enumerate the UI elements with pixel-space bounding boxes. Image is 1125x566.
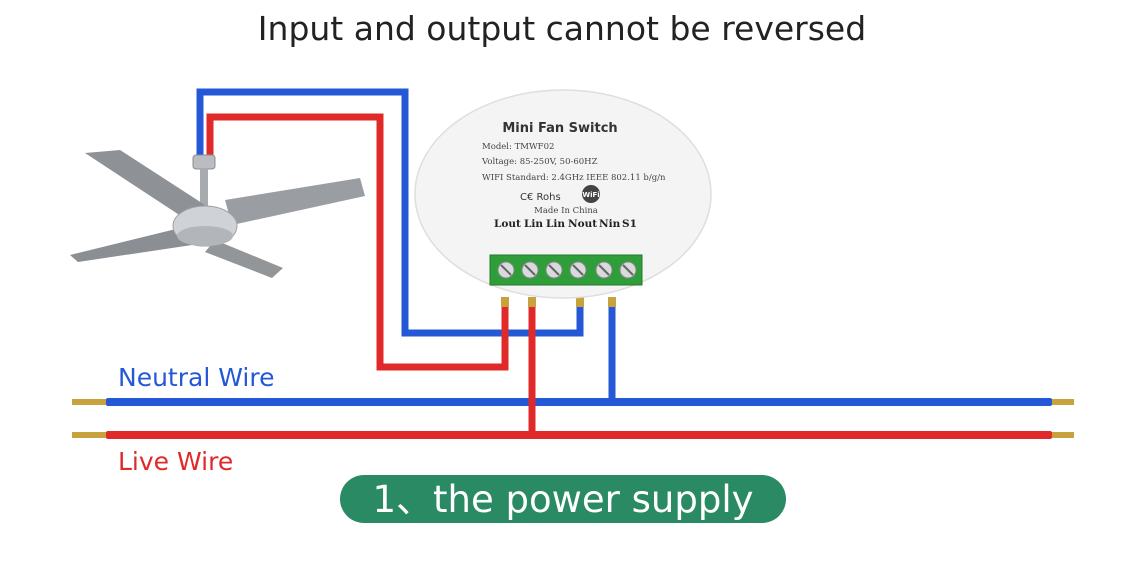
neutral-wire-label: Neutral Wire [118,363,274,392]
device-made-in: Made In China [534,206,598,216]
terminal-label-nout: Nout [568,218,597,230]
terminal-label-lin-1: Lin [524,218,543,230]
terminal-label-lin-2: Lin [546,218,565,230]
wire-tips [501,297,616,307]
live-wire-label: Live Wire [118,447,233,476]
terminal-label-s1: S1 [622,218,637,230]
fan-live-lead [206,113,509,371]
device-voltage: Voltage: 85-250V, 50-60HZ [481,157,598,167]
wifi-badge-text: WiFi [582,191,599,199]
step-pill: 1、the power supply [340,475,786,523]
terminal-block [489,254,643,286]
mini-fan-switch-device: Mini Fan Switch Model: TMWF02 Voltage: 8… [414,89,712,299]
live-wire [72,431,1074,439]
terminal-label-lout: Lout [494,218,521,230]
device-model: Model: TMWF02 [482,142,554,152]
neutral-wire [72,398,1074,406]
ceiling-fan-icon [70,150,365,278]
terminal-label-nin: Nin [599,218,621,230]
device-wifi-standard: WIFI Standard: 2.4GHz IEEE 802.11 b/g/n [482,173,666,183]
ce-rohs-icon: C€ Rohs [520,192,561,203]
fan-neutral-lead [196,88,584,337]
terminal-labels: Lout Lin Lin Nout Nin S1 [494,218,637,230]
device-title: Mini Fan Switch [502,121,617,136]
step-label: 1、the power supply [372,478,753,521]
wifi-icon: WiFi [582,185,600,203]
subtitle: Input and output cannot be reversed [258,9,866,48]
